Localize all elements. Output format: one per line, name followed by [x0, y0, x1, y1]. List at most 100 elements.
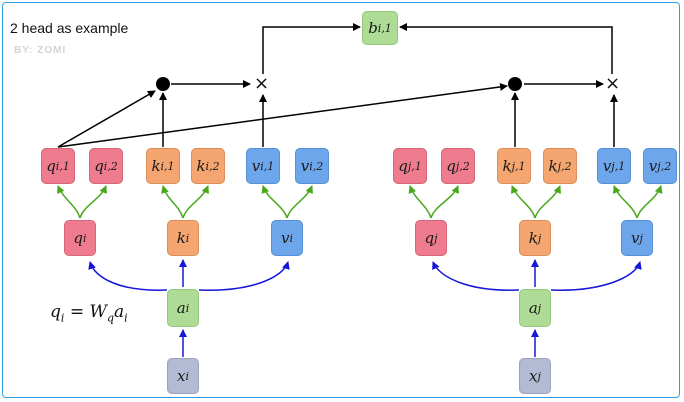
example-note: 2 head as example	[10, 20, 129, 36]
split-q1-right	[408, 185, 432, 219]
label-base: k	[548, 157, 558, 175]
label-sub: j,1	[407, 159, 422, 173]
label-base: k	[528, 229, 538, 247]
split-k1-left	[161, 185, 184, 219]
label-base: q	[94, 157, 104, 175]
split-k2-right	[534, 185, 561, 219]
label-base: x	[177, 367, 186, 385]
label-sub: j	[537, 231, 542, 245]
arrow-q1-to-dot-right	[57, 82, 508, 148]
label-base: k	[502, 157, 512, 175]
diagram-frame	[2, 2, 680, 398]
label-sub: i,1	[55, 159, 70, 173]
formula-a-sub: i	[124, 311, 128, 325]
label-sub: j	[537, 369, 541, 383]
projection-formula: qi = Wqai	[50, 302, 128, 324]
label-sub: i	[185, 301, 190, 315]
formula-eq: =	[64, 302, 90, 322]
label-base: q	[398, 157, 408, 175]
label-sub: j,2	[455, 159, 470, 173]
label-sub: i	[83, 231, 87, 245]
label-base: k	[151, 157, 161, 175]
label-base: x	[529, 367, 538, 385]
arrow-a-to-q-right	[432, 261, 520, 291]
label-base: q	[446, 157, 456, 175]
label-base: v	[631, 229, 640, 247]
label-base: v	[602, 157, 612, 175]
label-sub: j,2	[657, 159, 672, 173]
label-base: v	[648, 157, 658, 175]
label-sub: i,2	[205, 159, 220, 173]
formula-lhs: q	[50, 302, 61, 322]
label-base: v	[251, 157, 261, 175]
arrow-times-right-to-b	[399, 23, 613, 74]
formula-w-sub: q	[106, 311, 115, 325]
dot-product-icon-right	[508, 77, 522, 91]
label-base: q	[46, 157, 56, 175]
label-sub: i	[185, 369, 189, 383]
label-sub: j,2	[557, 159, 572, 173]
multiply-icon-left: ×	[254, 73, 270, 94]
label-base: v	[300, 157, 310, 175]
node-b-i1-sub: i,1	[377, 21, 392, 35]
label-base: k	[196, 157, 206, 175]
arrow-a-to-v-left	[198, 261, 290, 291]
split-v1-left	[261, 185, 288, 219]
label-sub: i,1	[260, 159, 275, 173]
multiply-icon-right: ×	[605, 73, 621, 94]
arrow-q1-to-dot-left	[57, 90, 156, 148]
label-sub: i,1	[160, 159, 175, 173]
label-base: q	[73, 229, 84, 247]
split-v2-right	[636, 185, 663, 219]
split-q2-right	[430, 185, 459, 219]
label-sub: i	[289, 231, 293, 245]
watermark: BY: ZOMI	[14, 45, 67, 56]
node-b-i1-base: b	[368, 19, 378, 37]
label-base: q	[424, 229, 435, 247]
arrow-times-left-to-b	[262, 23, 361, 74]
arrow-a-to-q-left	[88, 261, 168, 291]
label-sub: i,2	[309, 159, 324, 173]
formula-a: a	[114, 302, 125, 322]
split-k2-left	[182, 185, 209, 219]
label-base: v	[280, 229, 290, 247]
label-sub: i	[185, 231, 190, 245]
label-base: a	[176, 299, 186, 317]
formula-w: W	[89, 302, 107, 322]
label-sub: j	[639, 231, 643, 245]
dot-product-icon-left	[156, 77, 170, 91]
label-base: k	[176, 229, 186, 247]
label-sub: i,2	[103, 159, 118, 173]
split-k1-right	[511, 185, 536, 219]
split-q1-left	[57, 185, 81, 219]
label-sub: j,1	[511, 159, 526, 173]
label-base: a	[528, 299, 538, 317]
split-v2-left	[286, 185, 313, 219]
label-sub: j,1	[611, 159, 626, 173]
split-v1-right	[613, 185, 638, 219]
